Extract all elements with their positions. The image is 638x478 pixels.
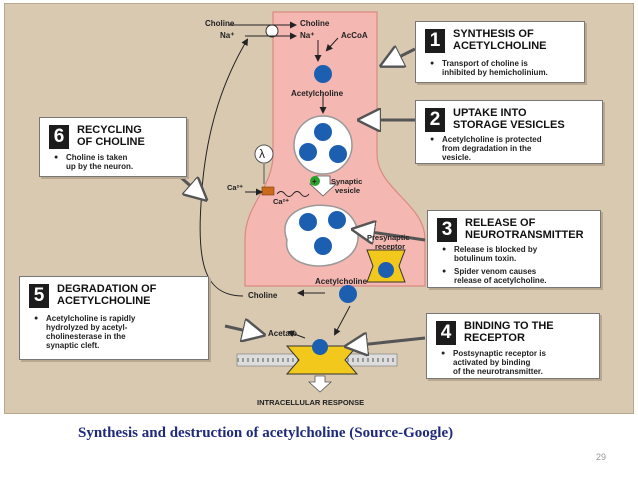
step-box-2: 2 UPTAKE INTO STORAGE VESICLES Acetylcho… <box>415 100 603 164</box>
step-number: 5 <box>29 284 49 308</box>
step-box-1: 1 SYNTHESIS OF ACETYLCHOLINE Transport o… <box>415 21 585 83</box>
step-box-5: 5 DEGRADATION OF ACETYLCHOLINE Acetylcho… <box>19 276 209 360</box>
label-acetate: Acetate <box>268 329 297 338</box>
step-number: 6 <box>49 125 69 149</box>
page-number: 29 <box>596 452 607 462</box>
step-title: SYNTHESIS OF ACETYLCHOLINE <box>453 28 547 52</box>
step-bullet: Release is blocked by botulinum toxin. <box>442 245 537 263</box>
step-bullet: Postsynaptic receptor is activated by bi… <box>441 349 546 376</box>
label-synaptic-1: Synaptic <box>331 177 362 186</box>
figure-caption: Synthesis and destruction of acetylcholi… <box>78 425 454 441</box>
label-intracellular-response: INTRACELLULAR RESPONSE <box>257 398 364 407</box>
plus-marker <box>310 176 320 186</box>
fusing-vesicle <box>284 204 359 267</box>
step-bullet: Transport of choline is inhibited by hem… <box>430 59 548 77</box>
label-acetylcholine-top: Acetylcholine <box>291 89 344 98</box>
callout-arrow-1 <box>385 49 416 64</box>
callout-arrow-6 <box>176 172 203 197</box>
step-title: BINDING TO THE RECEPTOR <box>464 320 554 344</box>
step-bullet: Spider venom causes release of acetylcho… <box>442 267 546 285</box>
step-bullet: Choline is taken up by the neuron. <box>54 153 133 171</box>
step-number: 2 <box>425 108 445 132</box>
step-title: UPTAKE INTO STORAGE VESICLES <box>453 107 565 131</box>
step-title: DEGRADATION OF ACETYLCHOLINE <box>57 283 157 307</box>
acetylcholine-diagram: + λ Choline <box>4 3 634 414</box>
callout-arrow-4 <box>350 338 426 346</box>
step-box-6: 6 RECYCLING OF CHOLINE Choline is taken … <box>39 117 187 177</box>
label-presynaptic-1: Presynaptic <box>367 233 410 242</box>
acetylcholine-molecule <box>314 65 332 83</box>
step-number: 1 <box>425 29 445 53</box>
label-na-inside: Na⁺ <box>300 31 314 40</box>
step-box-4: 4 BINDING TO THE RECEPTOR Postsynaptic r… <box>426 313 600 379</box>
step-box-3: 3 RELEASE OF NEUROTRANSMITTER Release is… <box>427 210 601 288</box>
label-choline-outside: Choline <box>205 19 235 28</box>
step-number: 3 <box>437 218 457 242</box>
step-bullet: Acetylcholine is protected from degradat… <box>430 135 542 162</box>
label-acetylcholine-cleft: Acetylcholine <box>315 277 368 286</box>
label-ca-right: Ca²⁺ <box>273 197 289 206</box>
calcium-channel <box>261 186 275 196</box>
step-bullet: Acetylcholine is rapidly hydrolyzed by a… <box>34 314 135 350</box>
callout-arrow-3 <box>357 230 426 240</box>
label-choline-cleft: Choline <box>248 291 278 300</box>
step-title: RECYCLING OF CHOLINE <box>77 124 145 148</box>
label-synaptic-2: vesicle <box>335 186 360 195</box>
label-choline-inside: Choline <box>300 19 330 28</box>
label-ca-left: Ca²⁺ <box>227 183 243 192</box>
choline-recycle-path <box>199 38 249 297</box>
toxin-icon <box>254 144 274 164</box>
plus-label: + <box>312 177 317 186</box>
label-presynaptic-2: receptor <box>375 242 405 251</box>
label-accoa: AcCoA <box>341 31 368 40</box>
step-number: 4 <box>436 321 456 345</box>
lambda-label: λ <box>259 147 265 161</box>
choline-transporter <box>265 24 279 38</box>
label-na-outside: Na⁺ <box>220 31 234 40</box>
callout-arrow-5 <box>224 326 260 334</box>
step-title: RELEASE OF NEUROTRANSMITTER <box>465 217 584 241</box>
cleft-acetylcholine <box>339 285 357 303</box>
diagram-canvas: + λ Choline <box>176 11 426 407</box>
response-arrow <box>307 375 333 393</box>
